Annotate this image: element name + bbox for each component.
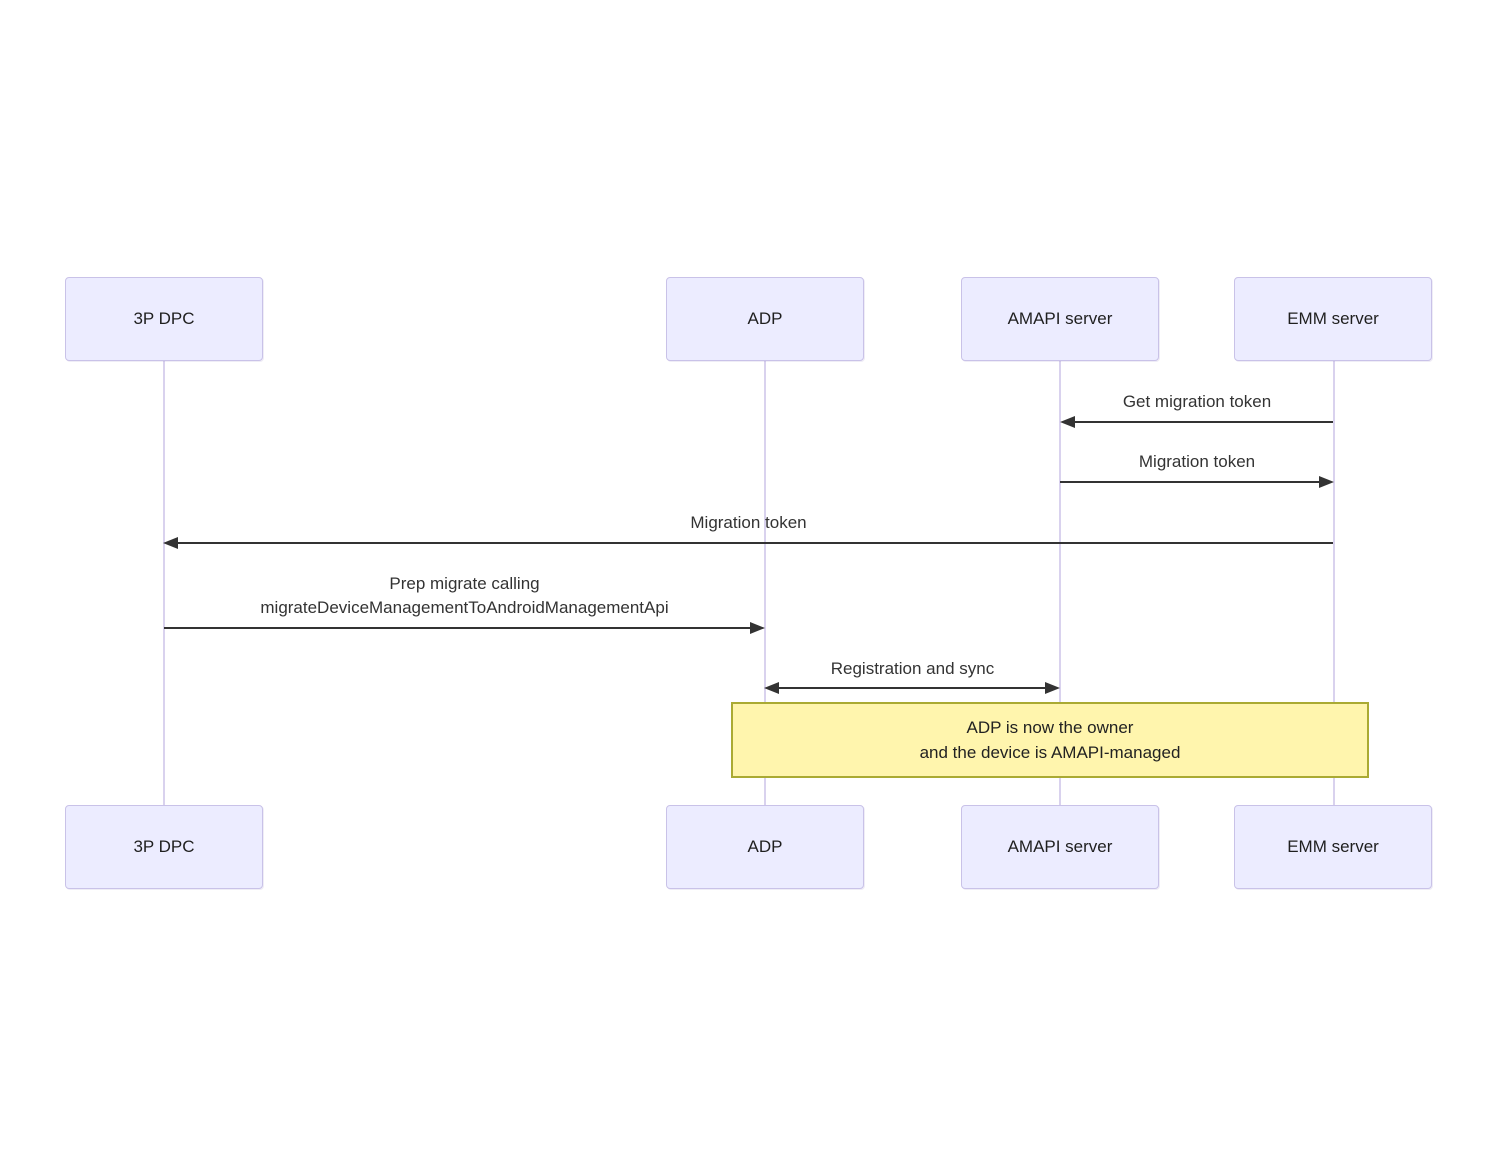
message-label-line1: Prep migrate calling xyxy=(389,574,540,593)
actor-bottom-adp: ADP xyxy=(666,805,864,889)
arrowhead-left-icon xyxy=(163,537,178,549)
message-label: Get migration token xyxy=(1122,392,1272,411)
lifeline-amapi-server xyxy=(1059,361,1061,805)
actor-top-3p-dpc: 3P DPC xyxy=(65,277,263,361)
arrowhead-left-icon xyxy=(1060,416,1075,428)
arrowhead-right-icon xyxy=(750,622,765,634)
message-arrow xyxy=(1060,481,1319,483)
note-line1: ADP is now the owner xyxy=(966,718,1134,737)
lifeline-emm-server xyxy=(1333,361,1335,805)
arrowhead-right-icon xyxy=(1045,682,1060,694)
actor-bottom-emm-server: EMM server xyxy=(1234,805,1432,889)
actor-bottom-amapi-server: AMAPI server xyxy=(961,805,1159,889)
message-arrow xyxy=(164,627,752,629)
lifeline-3p-dpc xyxy=(163,361,165,805)
actor-bottom-3p-dpc: 3P DPC xyxy=(65,805,263,889)
actor-top-adp: ADP xyxy=(666,277,864,361)
arrowhead-left-icon xyxy=(764,682,779,694)
message-arrow xyxy=(778,687,1047,689)
message-label: Migration token xyxy=(690,513,807,532)
note: ADP is now the owner and the device is A… xyxy=(731,702,1369,778)
actor-top-emm-server: EMM server xyxy=(1234,277,1432,361)
arrowhead-right-icon xyxy=(1319,476,1334,488)
message-label: Migration token xyxy=(1138,452,1256,471)
actor-top-amapi-server: AMAPI server xyxy=(961,277,1159,361)
note-line2: and the device is AMAPI-managed xyxy=(919,743,1181,762)
message-label: Prep migrate calling migrateDeviceManage… xyxy=(164,572,765,620)
message-arrow xyxy=(177,542,1333,544)
lifeline-adp xyxy=(764,361,766,805)
message-label-line2: migrateDeviceManagementToAndroidManageme… xyxy=(260,598,669,617)
message-arrow xyxy=(1074,421,1333,423)
message-label: Registration and sync xyxy=(830,659,995,678)
